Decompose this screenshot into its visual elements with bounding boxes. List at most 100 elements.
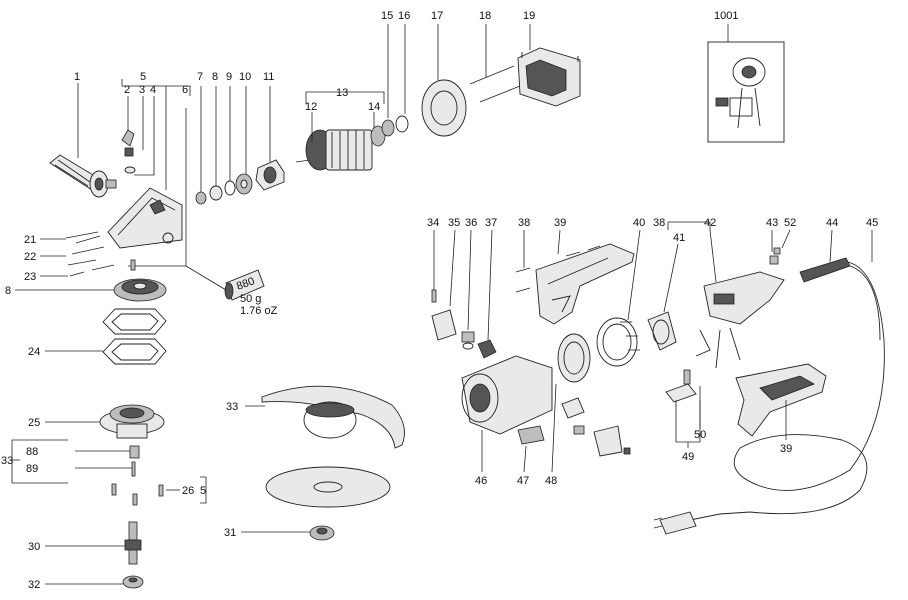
callout-43: 43 [766,217,778,229]
part-baffle [421,79,467,137]
part-clamping-nut [309,525,335,541]
callout-18: 18 [479,10,491,22]
part-ring [395,115,409,133]
part-spindle [124,521,142,565]
part-ring-screws [620,321,640,351]
callout-2: 2 [124,84,130,96]
part-wheel-guard [261,385,405,449]
callout-31: 31 [224,527,236,539]
part-handle-shell-lower [735,363,827,437]
part-washer [224,180,236,196]
part-armature-bearing [381,119,395,137]
part-switch-module [695,271,785,369]
callout-22: 22 [24,251,36,263]
part-field-coil [517,47,581,107]
part-carbon-brush [461,331,475,350]
callout-12: 12 [305,101,317,113]
callout-26: 26 [182,485,194,497]
callout-42: 42 [704,217,716,229]
part-handle-shell-upper [535,243,635,325]
callout-8: 8 [212,71,218,83]
part-spindle-lock [121,129,136,174]
part-support-flange [122,575,144,589]
part-handle-screws [515,245,601,293]
callout-7: 7 [197,71,203,83]
part-rating-label [517,425,545,445]
part-side-handle [49,154,117,198]
part-cover-plate [431,309,457,341]
part-power-cable [653,261,885,535]
callout-47: 47 [517,475,529,487]
grease-tube-number: 880 [235,275,256,293]
inset-label-diagram [707,41,785,143]
callout-39-lower: 39 [780,443,792,455]
part-grinding-wheel [265,466,391,508]
callout-6: 6 [182,84,188,96]
callout-89: 89 [26,463,38,475]
part-gear-housing [107,187,183,249]
callout-37: 37 [485,217,497,229]
callout-38-ring: 38 [653,217,665,229]
callout-32: 32 [28,579,40,591]
callout-41: 41 [673,232,685,244]
part-bearing [235,173,253,195]
callout-5: 5 [140,71,146,83]
callout-4: 4 [150,84,156,96]
callout-8-gear: 8 [5,285,11,297]
callout-35: 35 [448,217,460,229]
part-bracket [647,311,677,351]
callout-45: 45 [866,217,878,229]
grease-tube-label: 880 50 g 1.76 oZ [235,275,278,317]
part-bearing-flange [99,404,165,439]
callout-19: 19 [523,10,535,22]
part-cable-clamp [769,247,781,265]
part-cable-sleeve [799,257,851,283]
callout-13: 13 [336,87,348,99]
callout-40: 40 [633,217,645,229]
callout-38: 38 [518,217,530,229]
callout-36: 36 [465,217,477,229]
callout-25: 25 [28,417,40,429]
callout-88: 88 [26,446,38,458]
part-speed-control [665,369,697,403]
callout-48: 48 [545,475,557,487]
callout-21: 21 [24,234,36,246]
callout-23: 23 [24,271,36,283]
grease-weight-metric: 50 g [240,293,261,305]
callout-33-guard: 33 [226,401,238,413]
part-pinion [209,185,223,201]
callout-44: 44 [826,217,838,229]
part-bevel-gear [113,278,167,302]
callout-24: 24 [28,346,40,358]
callout-49: 49 [682,451,694,463]
callout-10: 10 [239,71,251,83]
callout-52: 52 [784,217,796,229]
part-gasket-lower [102,338,167,365]
callout-30: 30 [28,541,40,553]
part-nut-7 [195,191,207,205]
part-pin [131,461,136,477]
part-brush-ring-lower [557,333,591,383]
part-bearing-plate [255,159,285,191]
part-gasket-upper [102,308,167,335]
callout-15: 15 [381,10,393,22]
part-grease-tube [224,269,265,301]
callout-39: 39 [554,217,566,229]
callout-14: 14 [368,101,380,113]
part-brush-holder [477,339,497,359]
callout-17: 17 [431,10,443,22]
callout-50: 50 [694,429,706,441]
part-small-screws [111,483,164,506]
callout-9: 9 [226,71,232,83]
callout-11: 11 [263,71,274,83]
part-field-screws [469,65,521,103]
part-motor-housing [461,355,553,435]
part-bushing [129,445,140,459]
part-screws [65,231,136,277]
part-armature [295,125,393,171]
callout-labels: 1 5 2 3 4 6 7 8 9 10 11 13 12 14 15 16 1… [1,10,878,591]
part-brush-parts [561,397,631,457]
callout-5-screws: 5 [200,485,206,497]
callout-16: 16 [398,10,410,22]
